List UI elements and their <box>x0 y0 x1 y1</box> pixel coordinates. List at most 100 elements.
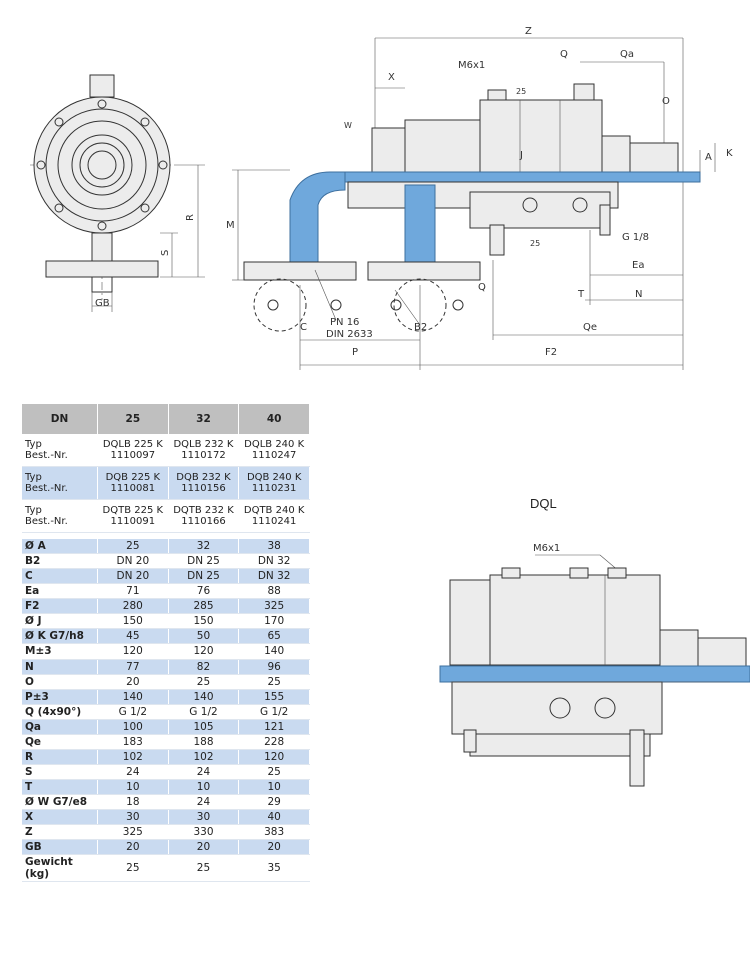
row-value: 140 <box>168 689 240 705</box>
dim-f2: F2 <box>545 347 557 358</box>
dim-qe: Qe <box>583 322 597 333</box>
label-din: DIN 2633 <box>326 329 373 340</box>
row-label: S <box>22 764 98 781</box>
row-value: 18 <box>97 794 169 811</box>
row-value: DN 20 <box>97 553 169 570</box>
row-value: 25 <box>168 854 240 883</box>
type-code: DQB 232 K <box>176 471 231 483</box>
dim-m: M <box>226 220 235 231</box>
row-value: 24 <box>168 794 240 811</box>
dim-j: J <box>519 150 523 161</box>
row-value: 102 <box>168 749 240 765</box>
row-value: DN 25 <box>168 553 240 570</box>
row-value: 120 <box>238 749 310 765</box>
dim-c: C <box>300 322 307 333</box>
row-value: 140 <box>97 689 169 705</box>
type-code: DQLB 225 K <box>102 438 163 450</box>
row-value: 30 <box>97 809 169 826</box>
row-value: 20 <box>238 839 310 856</box>
row-value: 285 <box>168 598 240 615</box>
row-value: 96 <box>238 659 310 675</box>
row-value: 121 <box>238 719 310 735</box>
order-number: 1110091 <box>110 516 156 527</box>
row-value: 29 <box>238 794 310 811</box>
row-value: 188 <box>168 734 240 750</box>
row-label: Qe <box>22 734 98 750</box>
row-label: P±3 <box>22 689 98 705</box>
front-view <box>30 74 205 312</box>
row-value: 102 <box>97 749 169 765</box>
row-value: 170 <box>238 613 310 630</box>
order-number: 1110241 <box>251 516 297 527</box>
row-label: Ø W G7/e8 <box>22 794 98 811</box>
row-value: 140 <box>238 643 310 660</box>
dim-25-bottom: 25 <box>530 239 540 248</box>
dql-label-m6x1: M6x1 <box>533 543 560 554</box>
row-value: 45 <box>97 628 169 645</box>
row-value: 65 <box>238 628 310 645</box>
row-value: 50 <box>168 628 240 645</box>
row-value: 25 <box>97 539 169 555</box>
row-value: 183 <box>97 734 169 750</box>
dim-o: O <box>662 96 670 107</box>
row-value: 25 <box>97 854 169 883</box>
row-label: N <box>22 659 98 675</box>
order-number-label: Best.-Nr. <box>25 516 68 527</box>
typ-label: Typ <box>25 504 42 516</box>
dim-s: S <box>160 250 171 256</box>
row-label: Ø K G7/h8 <box>22 628 98 645</box>
type-code: DQTB 240 K <box>243 504 305 516</box>
table-header: DN 25 32 40 <box>22 404 310 434</box>
order-number: 1110097 <box>110 450 156 461</box>
dim-z: Z <box>525 26 532 37</box>
row-label: GB <box>22 839 98 856</box>
row-value: 10 <box>168 779 240 796</box>
row-label: M±3 <box>22 643 98 660</box>
dim-ea: Ea <box>632 260 644 271</box>
row-label: Gewicht (kg) <box>22 854 98 883</box>
row-value: 38 <box>238 539 310 555</box>
dim-q-bottom: Q <box>478 282 486 293</box>
row-value: 155 <box>238 689 310 705</box>
gap-cell <box>22 532 310 539</box>
dim-gb: GB <box>95 298 110 309</box>
order-number: 1110166 <box>181 516 226 527</box>
dql-title: DQL <box>530 496 557 511</box>
row-label: Z <box>22 824 98 841</box>
row-value: 32 <box>168 539 240 555</box>
dim-x: X <box>388 72 395 83</box>
row-value: DN 32 <box>238 568 310 585</box>
row-value: 120 <box>168 643 240 660</box>
row-value: 10 <box>238 779 310 796</box>
row-value: 25 <box>238 764 310 781</box>
type-code: DQB 240 K <box>246 471 302 483</box>
row-value: DN 20 <box>97 568 169 585</box>
row-value: 76 <box>168 583 240 600</box>
label-g18: G 1/8 <box>622 232 649 243</box>
row-value: 82 <box>168 659 240 675</box>
label-m6x1: M6x1 <box>458 60 485 71</box>
row-value: 120 <box>97 643 169 660</box>
dim-w: W <box>344 121 352 130</box>
typ-label: Typ <box>25 471 42 483</box>
